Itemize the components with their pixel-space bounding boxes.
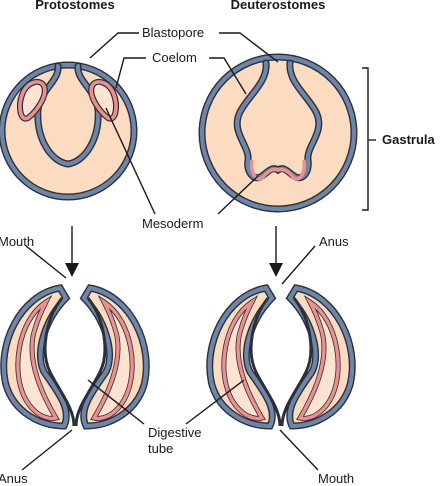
leader-mouth-left: [25, 245, 67, 279]
label-blastopore: Blastopore: [142, 25, 204, 40]
label-mouth-bottom: Mouth: [318, 471, 354, 486]
protostome-mesoderm-left: [17, 78, 48, 122]
leader-anus-top: [281, 245, 316, 285]
deuterostome-gastrula: [198, 53, 358, 213]
protostome-mesoderm-right: [88, 78, 119, 122]
gastrula-bracket: [362, 67, 369, 211]
protostome-gastrula: [0, 61, 138, 201]
leader-mesoderm-left: [105, 107, 156, 215]
leader-mesoderm-right: [217, 175, 259, 215]
leader-mouth-bottom: [279, 429, 319, 471]
leader-digestive-left: [87, 379, 145, 425]
header-protostomes: Protostomes: [35, 0, 114, 12]
leader-coelom-right: [209, 57, 247, 95]
label-mouth-left: Mouth: [0, 234, 34, 249]
label-anus-top: Anus: [319, 234, 349, 249]
label-gastrula: Gastrula: [382, 132, 436, 147]
leader-blastopore-right: [219, 32, 279, 63]
leader-digestive-right: [185, 379, 245, 425]
leader-anus-bottom: [21, 429, 73, 471]
label-coelom: Coelom: [152, 50, 197, 65]
deuterostome-mesoderm-pouch: [249, 159, 307, 181]
label-tube: tube: [148, 441, 173, 456]
label-digestive: Digestive: [148, 425, 201, 440]
label-anus-bottom: Anus: [0, 471, 28, 486]
deuterostome-embryo: [206, 284, 356, 430]
leader-blastopore-left: [89, 32, 139, 59]
label-mesoderm: Mesoderm: [142, 216, 203, 231]
header-deuterostomes: Deuterostomes: [231, 0, 326, 12]
leader-coelom-left: [115, 57, 146, 89]
protostome-embryo: [0, 284, 150, 430]
